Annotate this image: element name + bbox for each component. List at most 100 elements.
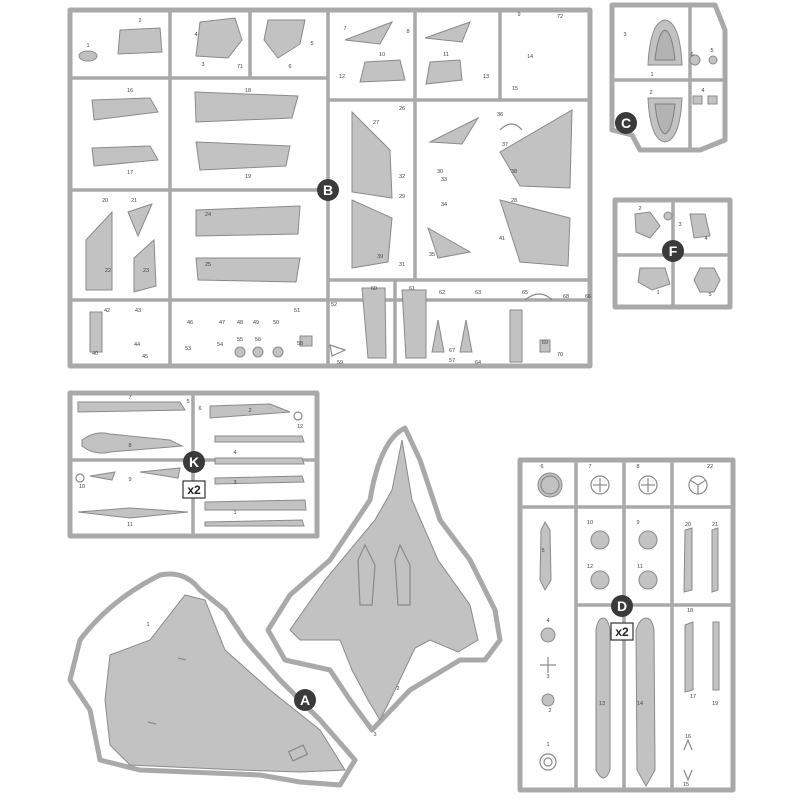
- sprue-b-part-52-number: 52: [331, 302, 337, 308]
- sprue-d-part-13-number: 13: [599, 701, 605, 707]
- sprue-k-part-7-number: 7: [128, 395, 131, 401]
- sprue-b-part-27-number: 27: [373, 120, 379, 126]
- sprue-d-part-5-number: 5: [541, 548, 544, 554]
- sprue-b-part-7-number: 7: [343, 26, 346, 32]
- sprue-b-part-44-number: 44: [134, 342, 140, 348]
- sprue-d-letter: D: [617, 598, 627, 614]
- sprue-d-part-16-number: 16: [685, 734, 691, 740]
- sprue-d-part-8-number: 8: [636, 464, 639, 470]
- sprue-b-part-38-number: 38: [511, 169, 517, 175]
- sprue-k-part-11-number: 11: [127, 522, 133, 528]
- sprue-d-part-22-number: 22: [707, 464, 713, 470]
- sprue-b-part-63-number: 63: [475, 290, 481, 296]
- sprue-c-letter: C: [621, 115, 631, 131]
- sprue-d-quantity: x2: [615, 625, 629, 639]
- sprue-b-part-15-number: 15: [512, 86, 518, 92]
- sprue-b-part-60-number: 60: [371, 286, 377, 292]
- sprue-c-part-5-number: 5: [710, 48, 713, 54]
- sprue-b-part-41-number: 41: [499, 236, 505, 242]
- sprue-b-part-17-number: 17: [127, 170, 133, 176]
- sprue-b-part-1-number: 1: [86, 43, 89, 49]
- sprue-d-tag: D: [611, 595, 633, 617]
- sprue-a-part-2-number: 2: [396, 686, 399, 692]
- sprue-c-part-4-number: 4: [701, 88, 704, 94]
- sprue-b-part-39-number: 39: [377, 254, 383, 260]
- sprue-d-part-20-number: 20: [685, 522, 691, 528]
- sprue-c: C: [609, 2, 728, 153]
- sprue-d-quantity-badge: x2: [610, 622, 634, 641]
- sprue-a-part-1-number: 1: [146, 622, 149, 628]
- sprue-b-part-21-number: 21: [131, 198, 137, 204]
- sprue-b-part-24-number: 24: [205, 212, 211, 218]
- sprue-d: D x2: [517, 457, 736, 793]
- sprue-b-part-30-number: 30: [437, 169, 443, 175]
- sprue-b-part-55-number: 55: [237, 337, 243, 343]
- sprue-k-part-1-number: 1: [233, 510, 236, 516]
- sprue-k-part-5-number: 5: [186, 399, 189, 405]
- sprue-d-part-4-number: 4: [546, 618, 549, 624]
- sprue-b-part-64-number: 64: [475, 360, 481, 366]
- sprue-k-part-2-number: 2: [248, 408, 251, 414]
- sprue-b-part-20-number: 20: [102, 198, 108, 204]
- sprue-b-part-59-number: 59: [337, 360, 343, 366]
- sprue-b-part-25-number: 25: [205, 262, 211, 268]
- sprue-b-part-8-number: 8: [406, 29, 409, 35]
- sprue-k-part-6-number: 6: [198, 406, 201, 412]
- sprue-f-part-2-number: 2: [638, 206, 641, 212]
- sprue-b-part-71-number: 71: [237, 64, 243, 70]
- sprue-b-part-48-number: 48: [237, 320, 243, 326]
- sprue-b-part-62-number: 62: [439, 290, 445, 296]
- sprue-b: B: [67, 7, 593, 369]
- sprue-k-part-10-number: 10: [79, 484, 85, 490]
- sprue-b-part-28-number: 28: [511, 198, 517, 204]
- sprue-b-part-47-number: 47: [219, 320, 225, 326]
- sprue-b-part-19-number: 19: [245, 174, 251, 180]
- sprue-f-letter: F: [669, 243, 678, 259]
- sprue-d-part-19-number: 19: [712, 701, 718, 707]
- sprue-d-part-2-number: 2: [548, 708, 551, 714]
- sprue-b-part-50-number: 50: [273, 320, 279, 326]
- sprue-d-part-17-number: 17: [690, 694, 696, 700]
- sprue-k-part-9-number: 9: [128, 477, 131, 483]
- sprue-b-part-26-number: 26: [399, 106, 405, 112]
- sprue-a-letter: A: [300, 692, 310, 708]
- sprue-d-part-11-number: 11: [637, 564, 643, 570]
- sprue-b-part-51-number: 51: [294, 308, 300, 314]
- sprue-b-part-5-number: 5: [310, 41, 313, 47]
- sprue-b-letter: B: [323, 182, 333, 198]
- sprue-b-part-23-number: 23: [143, 268, 149, 274]
- sprue-k-part-4-number: 4: [233, 450, 236, 456]
- sprue-c-part-1-number: 1: [650, 72, 653, 78]
- sprue-c-part-6-number: 6: [690, 52, 693, 58]
- sprue-d-part-12-number: 12: [587, 564, 593, 570]
- sprue-d-part-7-number: 7: [588, 464, 591, 470]
- sprue-b-part-58-number: 58: [297, 341, 303, 347]
- sprue-b-part-42-number: 42: [104, 308, 110, 314]
- sprue-d-part-9-number: 9: [636, 520, 639, 526]
- sprue-b-part-49-number: 49: [253, 320, 259, 326]
- sprue-b-part-69-number: 69: [542, 340, 548, 346]
- sprue-f-tag: F: [662, 240, 684, 262]
- sprue-b-part-66-number: 66: [585, 294, 591, 300]
- sprue-b-part-40-number: 40: [92, 351, 98, 357]
- sprue-b-part-61-number: 61: [409, 286, 415, 292]
- sprue-c-part-3-number: 3: [623, 32, 626, 38]
- sprue-b-part-10-number: 10: [379, 52, 385, 58]
- sprue-d-part-14-number: 14: [637, 701, 643, 707]
- sprue-d-part-15-number: 15: [683, 782, 689, 788]
- sprue-f-part-4-number: 4: [704, 236, 707, 242]
- sprue-b-part-13-number: 13: [483, 74, 489, 80]
- sprue-b-part-2-number: 2: [138, 18, 141, 24]
- sprue-k-part-12-number: 12: [297, 424, 303, 430]
- sprue-b-tag: B: [317, 179, 339, 201]
- sprue-b-part-29-number: 29: [399, 194, 405, 200]
- sprue-a-part-3-number: 3: [373, 732, 376, 738]
- sprue-b-part-6-number: 6: [288, 64, 291, 70]
- sprue-b-part-36-number: 36: [497, 112, 503, 118]
- sprue-b-part-68-number: 68: [563, 294, 569, 300]
- sprue-b-part-34-number: 34: [441, 202, 447, 208]
- sprue-b-part-14-number: 14: [527, 54, 533, 60]
- sprue-d-part-3-number: 3: [546, 674, 549, 680]
